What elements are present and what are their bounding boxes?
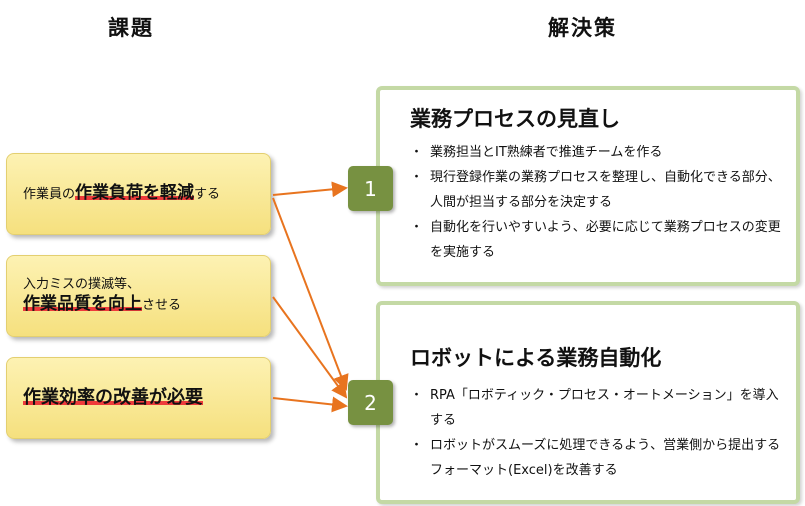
issue-3-emphasis: 作業効率の改善が必要 — [23, 386, 203, 408]
issues-heading: 課題 — [108, 16, 154, 40]
solution-1-bullet: 自動化を行いやすいよう、必要に応じて業務プロセスの変更を実施する — [410, 215, 788, 265]
solution-2-bullet: ロボットがスムーズに処理できるよう、営業側から提出するフォーマット(Excel)… — [410, 433, 788, 483]
solution-2-bullet-list: RPA「ロボティック・プロセス・オートメーション」を導入する ロボットがスムーズ… — [410, 383, 788, 483]
issue-2-line2: 作業品質を向上させる — [23, 294, 254, 315]
issue-1-text: 作業員の作業負荷を軽減する — [23, 183, 254, 204]
issue-2-suffix: させる — [142, 297, 182, 313]
arrow-issue2-to-solution2 — [272, 296, 348, 399]
issue-box-efficiency: 作業効率の改善が必要 — [6, 357, 271, 439]
solution-1-bullet: 現行登録作業の業務プロセスを整理し、自動化できる部分、人間が担当する部分を決定す… — [410, 165, 788, 215]
solution-2-title: ロボットによる業務自動化 — [410, 346, 662, 370]
solution-2-number-badge: 2 — [348, 380, 393, 425]
issue-box-workload: 作業員の作業負荷を軽減する — [6, 153, 271, 235]
issue-1-prefix: 作業員の — [23, 187, 76, 203]
solution-box-process-review: 業務プロセスの見直し 業務担当とIT熟練者で推進チームを作る 現行登録作業の業務… — [376, 86, 800, 286]
solution-1-bullet: 業務担当とIT熟練者で推進チームを作る — [410, 140, 788, 165]
arrow-issue3-to-solution2 — [272, 396, 348, 413]
solutions-heading: 解決策 — [548, 16, 617, 40]
issue-1-suffix: する — [194, 187, 221, 203]
solution-1-number-badge: 1 — [348, 166, 393, 211]
solution-1-bullet-list: 業務担当とIT熟練者で推進チームを作る 現行登録作業の業務プロセスを整理し、自動… — [410, 140, 788, 265]
solution-box-robot-automation: ロボットによる業務自動化 RPA「ロボティック・プロセス・オートメーション」を導… — [376, 301, 800, 504]
arrow-issue1-to-solution1 — [272, 181, 348, 198]
issue-3-text: 作業効率の改善が必要 — [23, 387, 254, 410]
issue-box-quality: 入力ミスの撲滅等、 作業品質を向上させる — [6, 255, 271, 337]
issue-2-line1: 入力ミスの撲滅等、 — [23, 277, 141, 293]
solution-2-bullet: RPA「ロボティック・プロセス・オートメーション」を導入する — [410, 383, 788, 433]
arrow-issue1-to-solution2 — [272, 197, 349, 391]
solution-1-title: 業務プロセスの見直し — [410, 107, 620, 131]
issue-2-emphasis: 作業品質を向上 — [23, 293, 142, 314]
issue-1-emphasis: 作業負荷を軽減 — [75, 183, 195, 204]
